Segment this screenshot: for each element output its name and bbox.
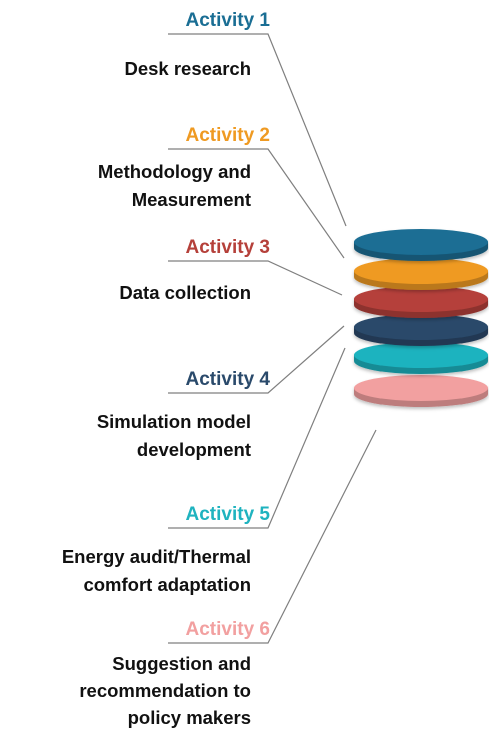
- activity-2-description-line: Measurement: [132, 189, 251, 210]
- activity-5-description-line: Energy audit/Thermal: [62, 546, 251, 567]
- activity-1-title: Activity 1: [186, 10, 271, 31]
- activity-4-description-line: Simulation model: [97, 411, 251, 432]
- activity-2-disc: [354, 258, 488, 290]
- activity-2-description-line: Methodology and: [98, 161, 251, 182]
- activity-4-description-line: development: [137, 439, 251, 460]
- disc-stack: [354, 229, 488, 407]
- activity-1-leader-line: [168, 33, 347, 227]
- activity-6-disc: [354, 375, 488, 407]
- leader-lines: [168, 33, 377, 644]
- activity-1-disc: [354, 229, 488, 261]
- activity-3-description-line: Data collection: [119, 282, 251, 303]
- activity-6-description-line: recommendation to: [79, 680, 251, 701]
- activity-1-description-line: Desk research: [124, 58, 251, 79]
- activity-5-leader-line: [168, 347, 346, 529]
- activity-3-title: Activity 3: [186, 237, 270, 258]
- activity-3-leader-line: [168, 260, 343, 296]
- activity-6-description-line: policy makers: [128, 707, 251, 728]
- activity-6-title: Activity 6: [186, 619, 270, 640]
- activity-5-disc: [354, 342, 488, 374]
- activity-6-description-line: Suggestion and: [112, 653, 251, 674]
- activity-6-leader-line: [168, 429, 377, 644]
- activity-4-title: Activity 4: [186, 369, 271, 390]
- activity-5-title: Activity 5: [186, 504, 271, 525]
- activity-4-disc: [354, 314, 488, 346]
- activity-4-leader-line: [168, 325, 345, 394]
- activity-5-description-line: comfort adaptation: [83, 574, 251, 595]
- activity-2-title: Activity 2: [186, 125, 270, 146]
- activity-3-disc: [354, 286, 488, 318]
- activity-2-leader-line: [168, 148, 345, 259]
